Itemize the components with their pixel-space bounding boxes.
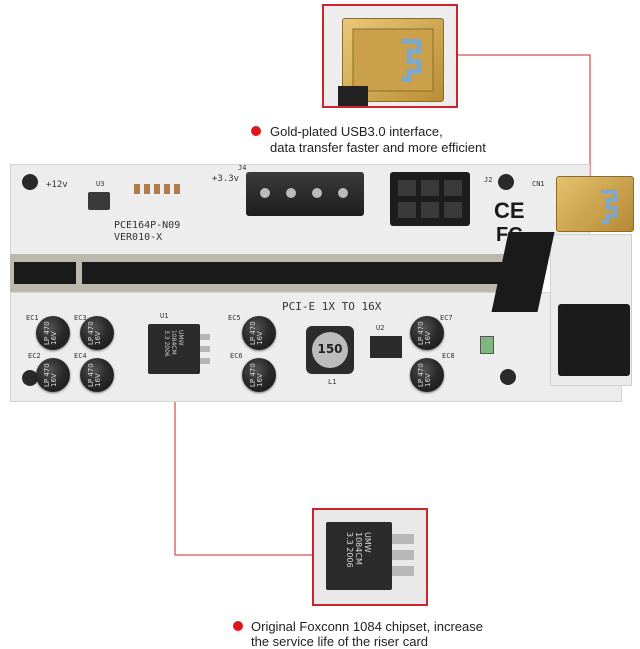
chip-callout-line2: the service life of the riser card xyxy=(251,634,429,649)
label-ec6: EC6 xyxy=(230,352,243,360)
chip-pin xyxy=(392,534,414,544)
capacitor-ec1: LP 470 16V xyxy=(36,316,70,350)
usb-port-logo-icon xyxy=(601,189,617,223)
riser-board: +12v U3 PCE164P-N09 VER010-X +3.3v J4 J2… xyxy=(10,164,634,402)
usb-zoom-box xyxy=(322,4,458,108)
sata-power-connector xyxy=(558,304,630,376)
label-ec1: EC1 xyxy=(26,314,39,322)
label-u2: U2 xyxy=(376,324,385,332)
label-cn1: CN1 xyxy=(532,180,545,188)
model-line2: VER010-X xyxy=(114,232,163,243)
chip-callout-dot xyxy=(233,621,243,631)
usb-shadow xyxy=(338,86,368,106)
usb-leader-line xyxy=(455,54,591,190)
usb-callout-line1: Gold-plated USB3.0 interface, xyxy=(270,124,443,139)
capacitor-ec2: LP 470 16V xyxy=(36,358,70,392)
led-indicator xyxy=(480,336,494,354)
label-ec2: EC2 xyxy=(28,352,41,360)
label-33v: +3.3v xyxy=(212,174,240,184)
usb-logo-icon xyxy=(352,28,434,92)
usb-callout-dot xyxy=(251,126,261,136)
usb-port xyxy=(556,176,634,232)
6pin-power-connector xyxy=(390,172,470,226)
capacitor-ec4: LP 470 16V xyxy=(80,358,114,392)
label-j4: J4 xyxy=(238,164,247,172)
mounting-hole xyxy=(22,370,38,386)
chip-pin xyxy=(392,566,414,576)
label-ec5: EC5 xyxy=(228,314,241,322)
chip-callout-line1: Original Foxconn 1084 chipset, increase xyxy=(251,619,483,634)
usb-port-closeup xyxy=(342,18,444,102)
model-line1: PCE164P-N09 xyxy=(114,220,181,231)
chip-u3 xyxy=(88,192,110,210)
chip-u2 xyxy=(370,336,402,358)
label-ec3: EC3 xyxy=(74,314,87,322)
label-ec4: EC4 xyxy=(74,352,87,360)
capacitor-ec5: LP 470 16V xyxy=(242,316,276,350)
label-u3: U3 xyxy=(96,180,105,188)
label-u1: U1 xyxy=(160,312,169,320)
mounting-hole xyxy=(500,369,516,385)
chip-pin xyxy=(392,550,414,560)
inductor-l1: 150 xyxy=(306,326,354,374)
usb-callout-line2: data transfer faster and more efficient xyxy=(270,140,486,155)
label-j2: J2 xyxy=(484,176,493,184)
capacitor-ec8: LP 470 16V xyxy=(410,358,444,392)
resistor-array xyxy=(132,178,182,200)
label-ec7: EC7 xyxy=(440,314,453,322)
label-l1: L1 xyxy=(328,378,337,386)
mounting-hole xyxy=(498,174,514,190)
chip-leader-line xyxy=(174,350,312,556)
label-ec8: EC8 xyxy=(442,352,455,360)
ce-mark: CE xyxy=(494,198,525,223)
mounting-hole xyxy=(22,174,38,190)
capacitor-ec7: LP 470 16V xyxy=(410,316,444,350)
molex-power-connector xyxy=(246,172,364,216)
pcie-16x-slot xyxy=(10,254,530,292)
capacitor-ec6: LP 470 16V xyxy=(242,358,276,392)
slot-label: PCI-E 1X TO 16X xyxy=(282,300,382,313)
inductor-code: 150 xyxy=(317,342,343,356)
label-12v: +12v xyxy=(46,180,68,190)
capacitor-ec3: LP 470 16V xyxy=(80,316,114,350)
